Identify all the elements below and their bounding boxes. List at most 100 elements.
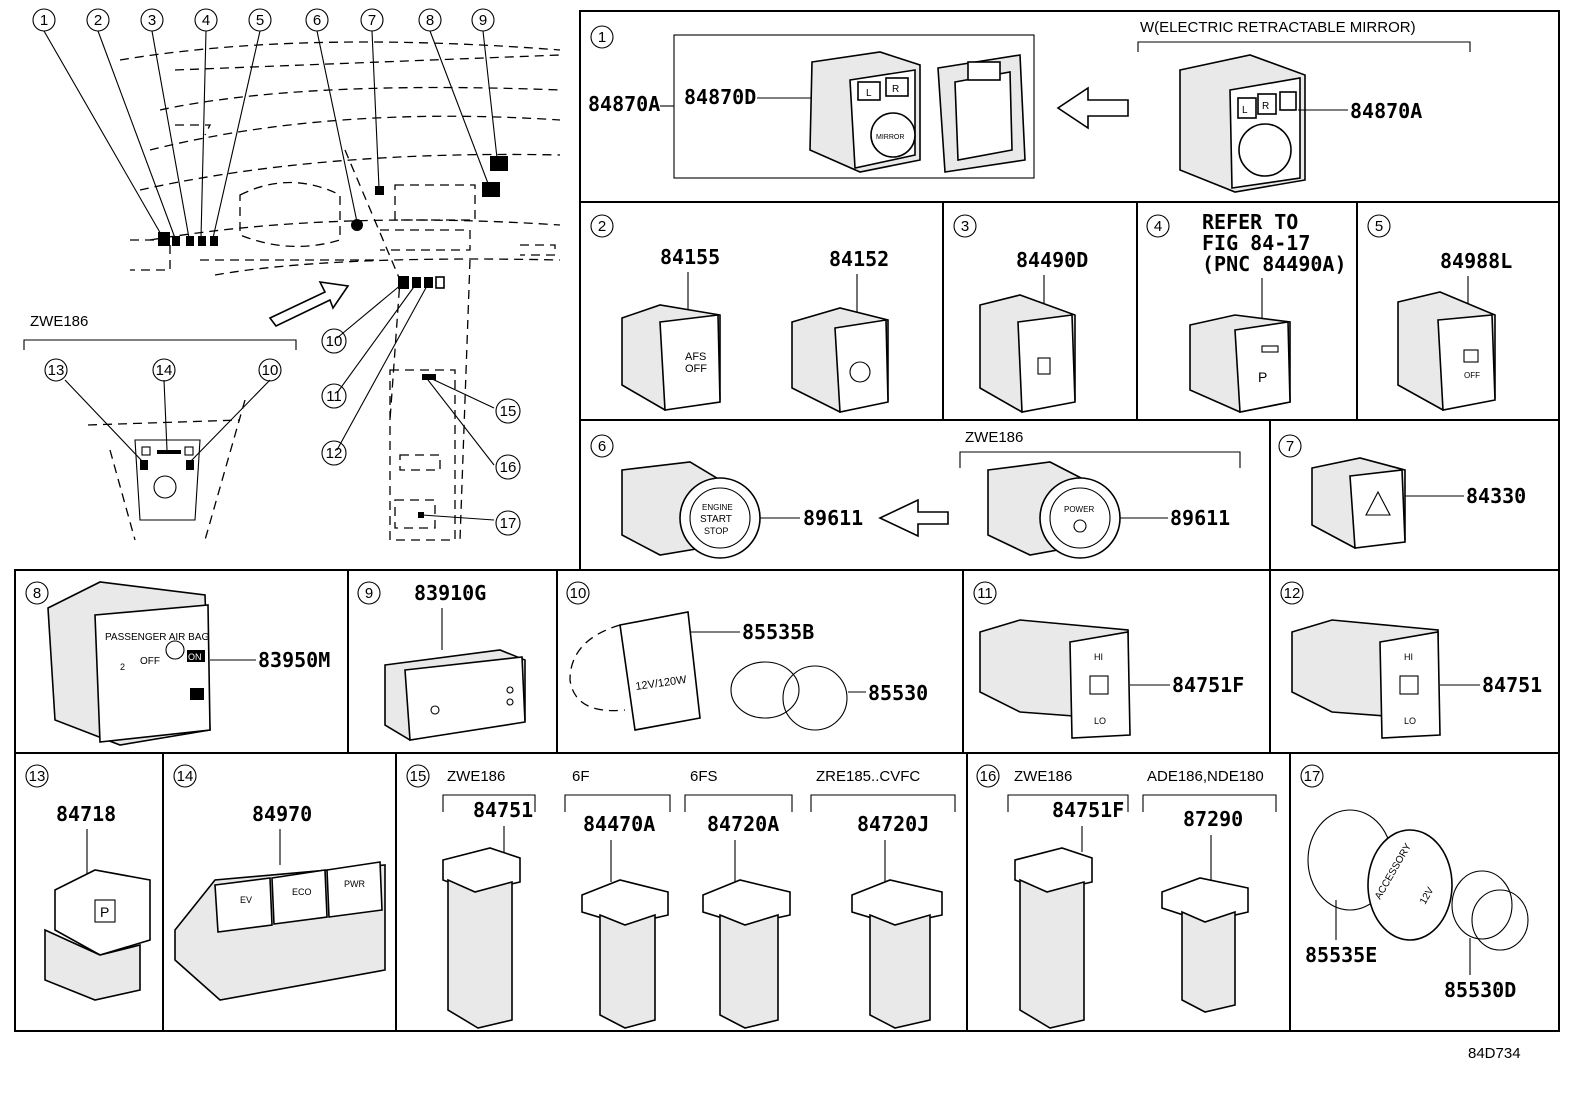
svg-text:85530D: 85530D — [1444, 978, 1516, 1002]
callout-11: 11 — [321, 383, 347, 409]
svg-text:6FS: 6FS — [690, 768, 718, 785]
svg-text:P: P — [100, 904, 109, 920]
svg-text:2: 2 — [598, 218, 606, 235]
svg-text:11: 11 — [977, 585, 993, 602]
svg-text:W(ELECTRIC RETRACTABLE MIRROR): W(ELECTRIC RETRACTABLE MIRROR) — [1140, 19, 1416, 36]
svg-text:84751F: 84751F — [1172, 673, 1244, 697]
panel-grid — [14, 10, 1560, 1032]
svg-text:LO: LO — [1094, 716, 1106, 726]
svg-text:FIG 84-17: FIG 84-17 — [1202, 231, 1310, 255]
svg-text:HI: HI — [1404, 652, 1413, 662]
svg-text:89611: 89611 — [803, 506, 863, 530]
svg-text:9: 9 — [479, 12, 487, 29]
panel-9: 9 83910G — [357, 581, 526, 741]
panel-6: 6 ENGINE START STOP 89611 ZWE186 POWER 8… — [590, 429, 1241, 559]
svg-text:P: P — [1258, 369, 1267, 385]
svg-text:10: 10 — [262, 362, 279, 379]
panel-14: 14 84970 EV ECO PWR — [173, 764, 386, 1001]
callout-5: 5 — [248, 8, 272, 32]
callout-3: 3 — [140, 8, 164, 32]
svg-text:ECO: ECO — [292, 887, 312, 897]
svg-text:(PNC 84490A): (PNC 84490A) — [1202, 252, 1347, 276]
svg-text:OFF: OFF — [1464, 371, 1480, 380]
svg-text:6: 6 — [598, 438, 606, 455]
svg-text:11: 11 — [326, 388, 342, 405]
svg-text:STOP: STOP — [704, 526, 728, 536]
panel-13: 13 84718 P — [25, 764, 151, 1001]
svg-text:17: 17 — [500, 515, 517, 532]
svg-text:7: 7 — [1286, 438, 1294, 455]
callout-15: 15 — [495, 398, 521, 424]
svg-text:6F: 6F — [572, 768, 590, 785]
svg-text:85535B: 85535B — [742, 620, 814, 644]
svg-text:84870D: 84870D — [684, 85, 756, 109]
svg-text:84720J: 84720J — [857, 812, 929, 836]
panel-1: 1 W(ELECTRIC RETRACTABLE MIRROR) 84870A … — [588, 19, 1471, 193]
diagram-code: 84D734 — [1468, 1045, 1521, 1062]
svg-text:ON: ON — [188, 652, 202, 662]
panel-4: 4 REFER TO FIG 84-17 (PNC 84490A) P — [1146, 210, 1347, 413]
svg-text:8: 8 — [33, 585, 41, 602]
panel-8: 8 PASSENGER AIR BAG OFF ON 2 83950M — [25, 581, 330, 746]
callout-8: 8 — [418, 8, 442, 32]
svg-text:12: 12 — [326, 445, 343, 462]
svg-text:1: 1 — [598, 29, 606, 46]
svg-text:85535E: 85535E — [1305, 943, 1377, 967]
svg-text:84155: 84155 — [660, 245, 720, 269]
svg-text:10: 10 — [570, 585, 587, 602]
callout-12: 12 — [321, 440, 347, 466]
svg-text:16: 16 — [980, 768, 997, 785]
panel-10: 10 12V/120W 85535B 85530 — [566, 581, 928, 731]
svg-text:2: 2 — [94, 12, 102, 29]
svg-text:15: 15 — [500, 403, 517, 420]
svg-text:3: 3 — [148, 12, 156, 29]
svg-text:84490D: 84490D — [1016, 248, 1088, 272]
panel-12: 12 HI LO 84751 — [1280, 581, 1542, 739]
svg-text:13: 13 — [29, 768, 46, 785]
callout-10: 10 — [321, 328, 347, 354]
svg-text:ENGINE: ENGINE — [702, 503, 733, 512]
svg-text:LO: LO — [1404, 716, 1416, 726]
svg-text:L: L — [866, 88, 872, 99]
svg-text:83950M: 83950M — [258, 648, 330, 672]
callout-1: 1 — [32, 8, 56, 32]
panel-17: 17 ACCESSORY 12V 85535E 85530D — [1300, 764, 1529, 1002]
svg-text:3: 3 — [961, 218, 969, 235]
svg-text:83910G: 83910G — [414, 581, 486, 605]
svg-text:84470A: 84470A — [583, 812, 655, 836]
svg-text:OFF: OFF — [685, 363, 707, 375]
svg-text:START: START — [700, 514, 732, 525]
panel-7: 7 84330 — [1278, 434, 1526, 549]
svg-text:4: 4 — [1154, 218, 1162, 235]
svg-text:5: 5 — [256, 12, 264, 29]
panel-15: 15 ZWE186 6F 6FS ZRE185..CVFC 84751 8447… — [406, 764, 956, 1029]
svg-text:84970: 84970 — [252, 802, 312, 826]
svg-text:5: 5 — [1375, 218, 1383, 235]
svg-text:PASSENGER AIR BAG: PASSENGER AIR BAG — [105, 632, 210, 643]
callout-6: 6 — [305, 8, 329, 32]
svg-text:2: 2 — [120, 662, 125, 672]
svg-text:ZWE186: ZWE186 — [447, 768, 505, 785]
callout-16: 16 — [495, 454, 521, 480]
svg-text:MIRROR: MIRROR — [876, 134, 904, 141]
svg-text:84152: 84152 — [829, 247, 889, 271]
svg-text:7: 7 — [368, 12, 376, 29]
panel-16: 16 ZWE186 ADE186,NDE180 84751F 87290 — [976, 764, 1277, 1029]
callout-4: 4 — [194, 8, 218, 32]
overview-inset: ZWE186 13 14 10 — [23, 313, 297, 541]
svg-text:16: 16 — [500, 459, 517, 476]
svg-text:84870A: 84870A — [588, 92, 660, 116]
svg-text:15: 15 — [410, 768, 427, 785]
svg-text:85530: 85530 — [868, 681, 928, 705]
svg-text:89611: 89611 — [1170, 506, 1230, 530]
svg-text:4: 4 — [202, 12, 210, 29]
panel-2: 2 84155 AFS OFF 84152 — [590, 214, 889, 413]
callout-17: 17 — [495, 510, 521, 536]
callout-9: 9 — [471, 8, 495, 32]
svg-text:9: 9 — [365, 585, 373, 602]
svg-text:84751F: 84751F — [1052, 798, 1124, 822]
overview-callouts: 1 2 3 4 5 6 7 8 9 10 11 12 15 16 17 — [32, 8, 521, 536]
callout-7: 7 — [360, 8, 384, 32]
svg-text:AFS: AFS — [685, 351, 706, 363]
